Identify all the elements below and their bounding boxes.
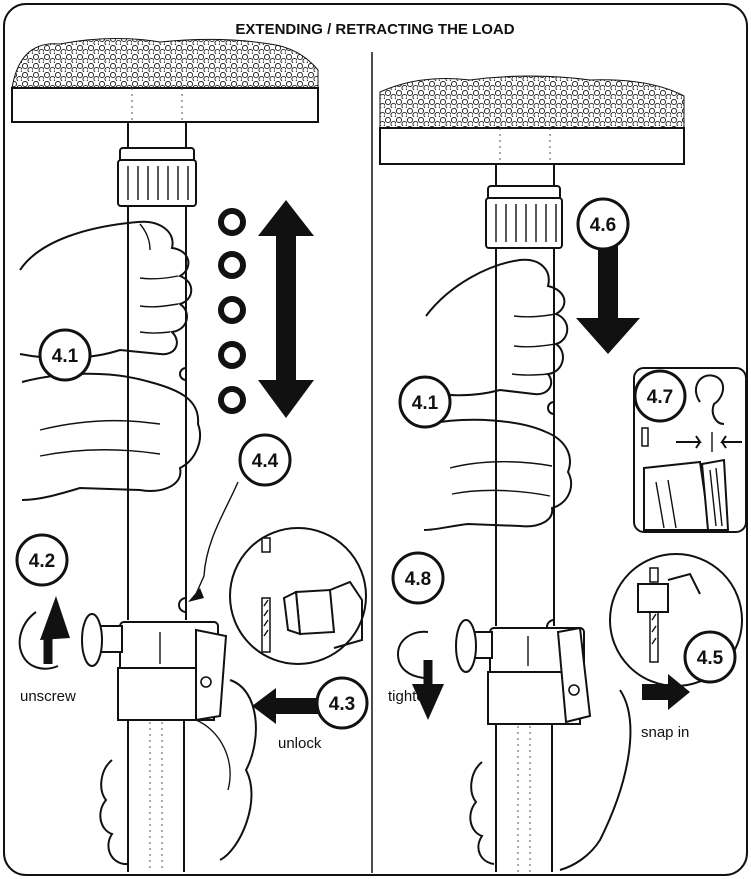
- ceiling-slab-left: [12, 38, 318, 122]
- svg-text:4.8: 4.8: [405, 569, 431, 590]
- svg-text:4.3: 4.3: [329, 694, 355, 715]
- label-snap-in: snap in: [641, 724, 689, 741]
- step-badge-4-7: 4.7: [635, 371, 685, 421]
- label-unlock: unlock: [278, 735, 322, 752]
- label-tighten: tighten: [388, 688, 433, 705]
- diagram-title: EXTENDING / RETRACTING THE LOAD: [235, 21, 514, 38]
- retract-arrow: [576, 244, 640, 354]
- unscrew-arrow: [20, 596, 70, 669]
- svg-text:4.4: 4.4: [252, 451, 279, 472]
- step-badge-4-1-left: 4.1: [40, 330, 90, 380]
- step-badge-4-5: 4.5: [685, 632, 735, 682]
- left-panel: 4.1 4.4 4.2 4.3 unscrew unlock: [12, 38, 367, 872]
- ceiling-slab-right: [380, 76, 684, 164]
- lower-hand-left: [22, 374, 200, 500]
- knurled-cap-right: [486, 186, 562, 248]
- knurled-cap-left: [118, 148, 196, 206]
- right-panel: 4.6 4.1 4.7 4.8 4.5 tighten snap in: [380, 76, 746, 872]
- step-badge-4-1-right: 4.1: [400, 377, 450, 427]
- svg-text:4.1: 4.1: [52, 346, 79, 367]
- svg-text:4.2: 4.2: [29, 551, 55, 572]
- step-badge-4-4: 4.4: [240, 435, 290, 485]
- clamp-assembly-right: [456, 620, 590, 724]
- leader-4-4-tip: [188, 588, 204, 602]
- svg-text:4.7: 4.7: [647, 387, 673, 408]
- svg-text:4.5: 4.5: [697, 648, 724, 669]
- upper-hand-right: [420, 260, 567, 395]
- lower-hand-right: [424, 420, 571, 530]
- step-badge-4-6: 4.6: [578, 199, 628, 249]
- lower-tube-right: [496, 724, 552, 872]
- pin-hole-left: [179, 598, 186, 612]
- unlock-arrow: [252, 688, 318, 724]
- svg-text:4.6: 4.6: [590, 215, 616, 236]
- o-ring-column: [221, 211, 243, 411]
- svg-text:4.1: 4.1: [412, 393, 439, 414]
- step-badge-4-2: 4.2: [17, 535, 67, 585]
- lower-tube-left: [128, 720, 184, 872]
- clamp-assembly-left: [82, 614, 226, 720]
- tighten-arrow: [398, 632, 444, 720]
- lock-detail-inset: [230, 528, 366, 664]
- step-badge-4-8: 4.8: [393, 553, 443, 603]
- step-badge-4-3: 4.3: [317, 678, 367, 728]
- label-unscrew: unscrew: [20, 688, 76, 705]
- extend-retract-arrow: [258, 200, 314, 418]
